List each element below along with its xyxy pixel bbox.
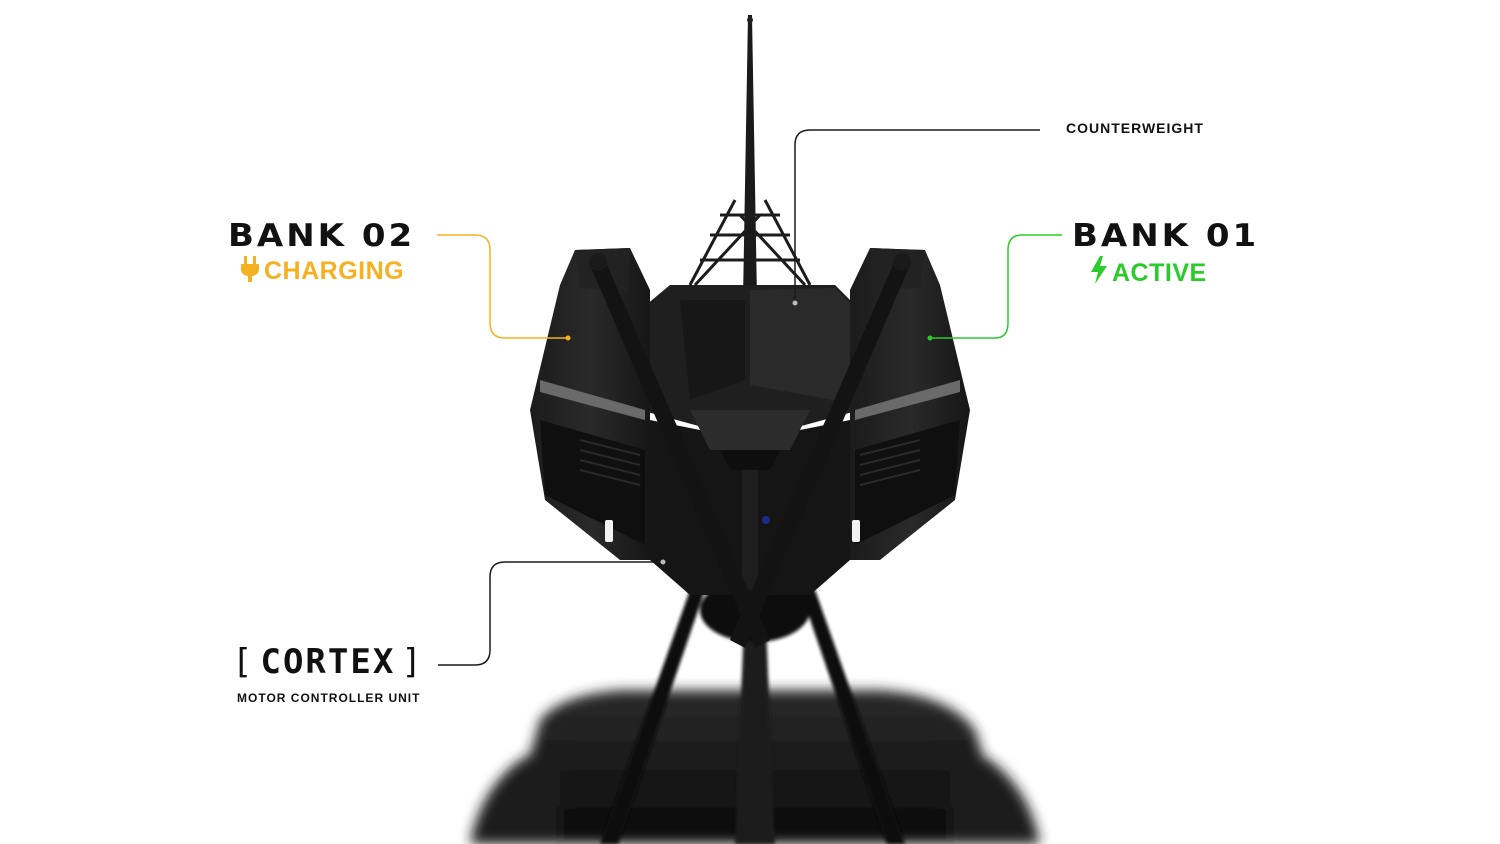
cortex-bracket-close: ]: [401, 642, 424, 682]
bank02-status-text: CHARGING: [264, 257, 405, 285]
bank02-title: BANK 02: [228, 217, 416, 255]
battery-bank-right: [850, 248, 970, 560]
bank01-title: BANK 01: [1072, 217, 1260, 255]
cortex-leader-line: [438, 561, 663, 666]
counterweight-body: [640, 285, 860, 440]
bank02-leader-line: [437, 234, 568, 339]
cortex-bracket-open: [: [232, 642, 255, 682]
cortex-title-text: CORTEX: [260, 642, 396, 682]
cortex-subtitle: MOTOR CONTROLLER UNIT: [237, 691, 421, 705]
leader-lines: [437, 129, 1062, 666]
counterweight-label: COUNTERWEIGHT: [1066, 120, 1204, 136]
device-mast: [688, 15, 812, 300]
bank01-status: ACTIVE: [1090, 256, 1207, 291]
cortex-title: [CORTEX]: [226, 642, 430, 682]
lightning-bolt-icon: [1090, 256, 1108, 291]
bank01-leader-line: [930, 234, 1062, 339]
cortex-controller-body: [650, 410, 850, 595]
bank02-status: CHARGING: [240, 256, 404, 289]
counterweight-leader-line: [794, 129, 1040, 303]
battery-bank-left: [530, 248, 650, 560]
plug-icon: [240, 256, 260, 289]
crossed-struts: [589, 253, 911, 648]
bank01-status-text: ACTIVE: [1112, 259, 1207, 287]
leader-dots: [565, 300, 933, 565]
